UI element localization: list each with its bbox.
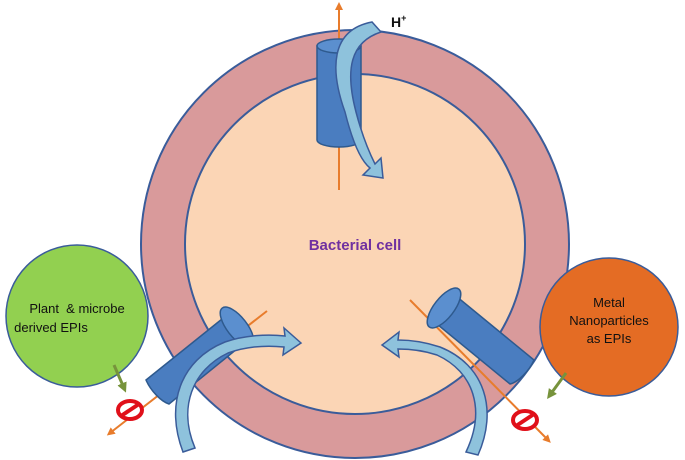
right-curved-arrow (380, 330, 488, 456)
right-pump-opening (426, 287, 462, 329)
left-inhibitor-icon (116, 399, 144, 421)
plant-epi-label-line2: derived EPIs (14, 320, 88, 335)
cell-label: Bacterial cell (309, 237, 402, 254)
proton-symbol: H (391, 14, 401, 30)
metal-pointer-arrow (547, 372, 568, 400)
proton-label: H+ (391, 13, 406, 30)
right-pump-channel (430, 294, 535, 385)
top-curved-arrow (335, 21, 384, 179)
plant-epi-label-line1: Plant & microbe (29, 301, 124, 316)
metal-epi-label-line2: Nanoparticles (569, 313, 649, 328)
metal-epi-circle (539, 257, 679, 397)
metal-epi-label-line3: as EPIs (587, 331, 632, 346)
proton-charge: + (401, 13, 406, 23)
plant-epi-circle (5, 244, 149, 388)
top-efflux-pump (316, 2, 384, 190)
plant-pointer-arrow (112, 364, 127, 393)
metal-epi-label-line1: Metal (593, 295, 625, 310)
left-curved-arrow (174, 326, 303, 453)
right-inhibitor-icon (511, 409, 539, 431)
